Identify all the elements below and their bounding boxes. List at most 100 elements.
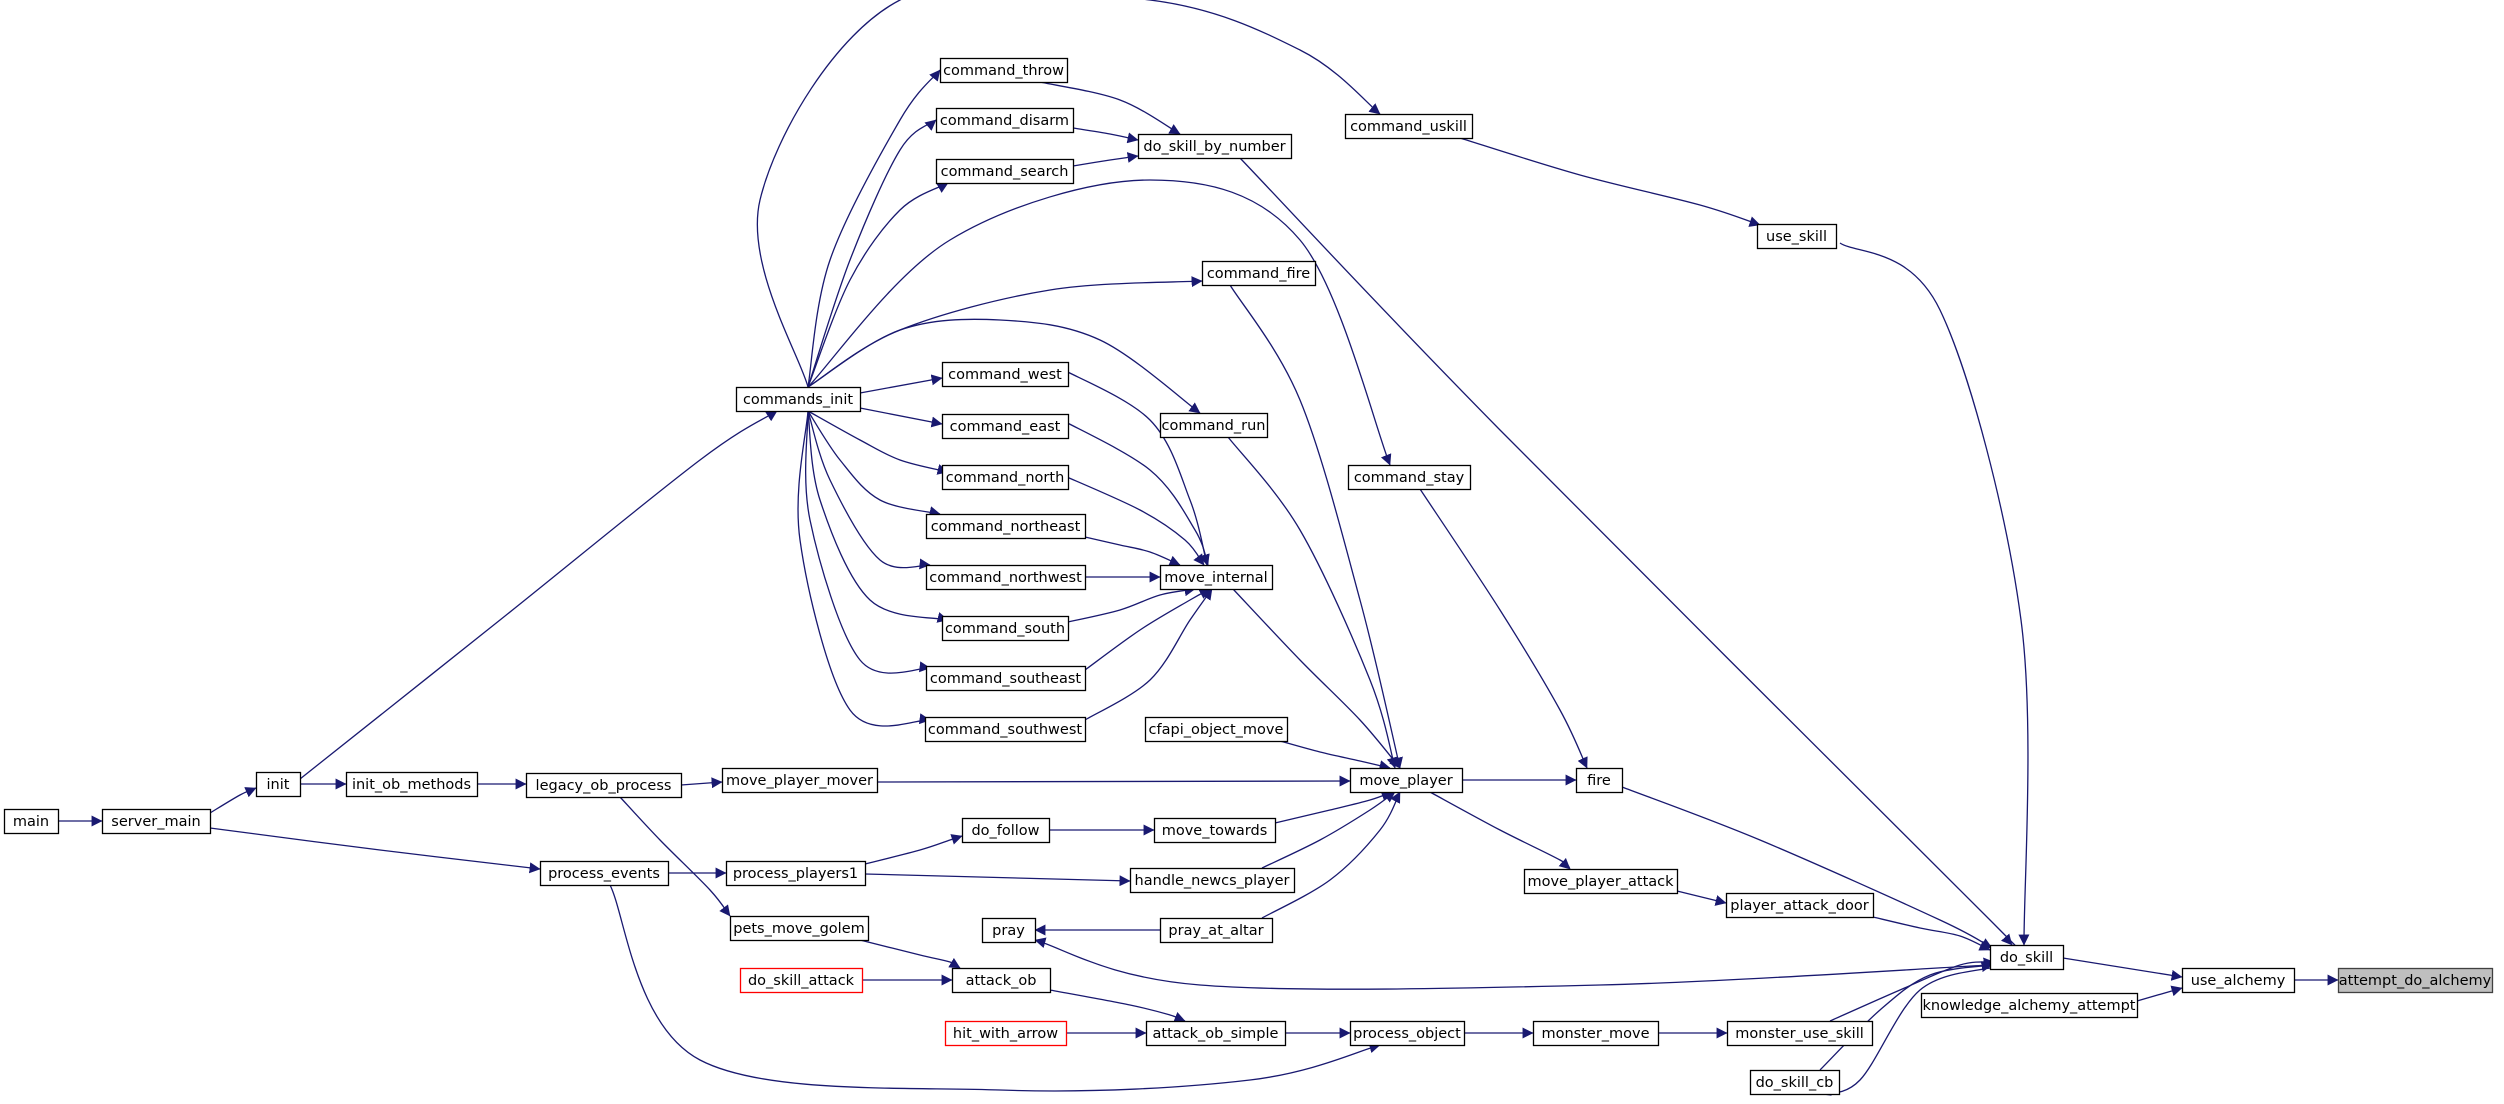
edge-fire-to-do_skill	[1621, 786, 1993, 949]
node-label: fire	[1587, 773, 1611, 789]
edge-commands_init-to-command_southwest	[797, 410, 931, 727]
node-server_main[interactable]: server_main	[101, 808, 212, 835]
node-legacy_ob_process[interactable]: legacy_ob_process	[525, 772, 683, 799]
node-box	[935, 107, 1075, 134]
node-move_player_mover[interactable]: move_player_mover	[721, 767, 879, 794]
edge-move_internal-to-move_player	[1232, 588, 1401, 769]
node-monster_use_skill[interactable]: monster_use_skill	[1726, 1020, 1874, 1047]
node-command_east[interactable]: command_east	[941, 413, 1070, 440]
node-command_south[interactable]: command_south	[941, 615, 1070, 642]
node-label: command_run	[1162, 418, 1266, 434]
node-box	[981, 917, 1037, 944]
node-knowledge_alchemy_attempt[interactable]: knowledge_alchemy_attempt	[1920, 992, 2139, 1019]
node-box	[1725, 892, 1875, 919]
node-command_northwest[interactable]: command_northwest	[925, 564, 1087, 591]
node-move_player_attack[interactable]: move_player_attack	[1523, 868, 1679, 895]
edge-process_events-to-process_object	[609, 884, 1381, 1092]
node-monster_move[interactable]: monster_move	[1532, 1020, 1660, 1047]
node-attack_ob[interactable]: attack_ob	[951, 967, 1052, 994]
node-pray[interactable]: pray	[981, 917, 1037, 944]
node-box	[2337, 967, 2494, 994]
edge-legacy_ob_process-to-pets_move_golem	[619, 796, 731, 917]
node-commands_init[interactable]: commands_init	[735, 386, 862, 413]
node-move_internal[interactable]: move_internal	[1159, 564, 1274, 591]
node-command_run[interactable]: command_run	[1159, 412, 1269, 439]
node-hit_with_arrow[interactable]: hit_with_arrow	[944, 1020, 1068, 1047]
node-command_throw[interactable]: command_throw	[939, 57, 1069, 84]
node-label: move_internal	[1164, 570, 1267, 586]
node-label: use_alchemy	[2191, 973, 2286, 989]
node-pray_at_altar[interactable]: pray_at_altar	[1159, 917, 1274, 944]
node-command_southeast[interactable]: command_southeast	[925, 665, 1087, 692]
node-player_attack_door[interactable]: player_attack_door	[1725, 892, 1875, 919]
node-box	[925, 665, 1087, 692]
node-do_follow[interactable]: do_follow	[961, 817, 1051, 844]
node-command_search[interactable]: command_search	[935, 158, 1075, 185]
node-box	[1349, 767, 1464, 794]
node-box	[961, 817, 1051, 844]
node-box	[1756, 223, 1838, 250]
edge-server_main-to-init	[209, 787, 257, 814]
node-label: pray_at_altar	[1168, 923, 1263, 939]
edge-command_east-to-move_internal	[1059, 418, 1210, 566]
node-init[interactable]: init	[255, 771, 302, 798]
node-move_player[interactable]: move_player	[1349, 767, 1464, 794]
node-command_uskill[interactable]: command_uskill	[1344, 113, 1474, 140]
node-box	[3, 808, 60, 835]
node-use_skill[interactable]: use_skill	[1756, 223, 1838, 250]
node-pets_move_golem[interactable]: pets_move_golem	[729, 915, 870, 942]
node-command_north[interactable]: command_north	[941, 464, 1070, 491]
node-box	[924, 716, 1087, 743]
node-label: command_throw	[943, 63, 1064, 79]
node-do_skill_attack[interactable]: do_skill_attack	[739, 967, 864, 994]
node-label: legacy_ob_process	[536, 778, 672, 794]
edge-move_player_attack-to-player_attack_door	[1676, 890, 1727, 906]
node-do_skill[interactable]: do_skill	[1989, 944, 2065, 971]
edge-do_skill-to-do_skill_cb	[1819, 966, 1995, 1096]
node-process_object[interactable]: process_object	[1349, 1020, 1466, 1047]
node-label: process_events	[548, 866, 660, 882]
node-move_towards[interactable]: move_towards	[1153, 817, 1277, 844]
edge-move_player_mover-to-move_player	[876, 775, 1351, 787]
node-label: init	[267, 777, 290, 793]
node-attempt_do_alchemy[interactable]: attempt_do_alchemy	[2337, 967, 2494, 994]
node-box	[941, 464, 1070, 491]
node-command_northeast[interactable]: command_northeast	[925, 513, 1087, 540]
node-command_disarm[interactable]: command_disarm	[935, 107, 1075, 134]
node-box	[735, 386, 862, 413]
node-label: command_uskill	[1350, 119, 1467, 135]
node-handle_newcs_player[interactable]: handle_newcs_player	[1129, 867, 1296, 894]
edge-legacy_ob_process-to-move_player_mover	[680, 777, 723, 789]
node-process_players1[interactable]: process_players1	[725, 860, 867, 887]
node-main[interactable]: main	[3, 808, 60, 835]
node-cfapi_object_move[interactable]: cfapi_object_move	[1144, 716, 1289, 743]
edge-cfapi_object_move-to-move_player	[1279, 740, 1391, 771]
node-label: command_disarm	[940, 113, 1069, 129]
node-label: move_towards	[1162, 823, 1268, 839]
node-init_ob_methods[interactable]: init_ob_methods	[345, 771, 479, 798]
node-command_west[interactable]: command_west	[941, 361, 1070, 388]
node-fire[interactable]: fire	[1575, 767, 1624, 794]
node-label: server_main	[111, 814, 200, 830]
node-do_skill_cb[interactable]: do_skill_cb	[1749, 1069, 1841, 1096]
node-box	[1159, 564, 1274, 591]
node-label: do_skill_cb	[1756, 1075, 1834, 1091]
node-command_southwest[interactable]: command_southwest	[924, 716, 1087, 743]
node-box	[1575, 767, 1624, 794]
node-label: main	[13, 814, 49, 830]
node-command_stay[interactable]: command_stay	[1347, 464, 1472, 491]
edge-command_west-to-move_internal	[1059, 367, 1210, 566]
edge-commands_init-to-command_throw	[807, 69, 941, 388]
node-box	[1523, 868, 1679, 895]
node-use_alchemy[interactable]: use_alchemy	[2181, 967, 2296, 994]
node-command_fire[interactable]: command_fire	[1201, 260, 1317, 287]
node-label: process_players1	[733, 866, 858, 882]
node-attack_ob_simple[interactable]: attack_ob_simple	[1145, 1020, 1287, 1047]
node-box	[944, 1020, 1068, 1047]
node-process_events[interactable]: process_events	[539, 860, 670, 887]
node-do_skill_by_number[interactable]: do_skill_by_number	[1137, 133, 1293, 160]
edge-monster_use_skill-to-do_skill	[1829, 957, 1995, 1022]
node-label: pray	[992, 923, 1025, 939]
node-box	[1349, 1020, 1466, 1047]
edge-commands_init-to-command_southeast	[805, 410, 931, 674]
